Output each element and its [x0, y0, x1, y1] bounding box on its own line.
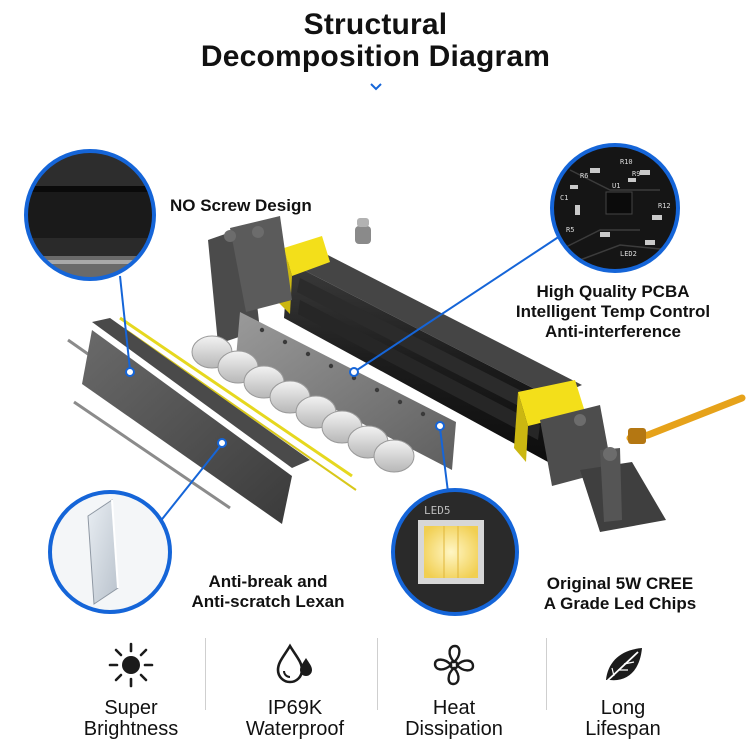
lexan-label-line2: Anti-scratch Lexan: [191, 592, 345, 611]
feature-lifespan-line1: Long: [600, 697, 646, 719]
callout-lines: [119, 235, 561, 529]
reflector-cups: [191, 335, 415, 473]
pcba-label-line3: Anti-interference: [544, 322, 682, 341]
pcb-marking-r9: R9: [632, 170, 640, 178]
no-screw-label: NO Screw Design: [170, 196, 312, 215]
feature-divider: [377, 638, 378, 710]
lexan-label-line1: Anti-break and: [208, 572, 328, 591]
pcba-magnifier: R10 R9 R6 U1 C1 R12 LED2 R5: [550, 143, 680, 273]
pcb-marking-r6: R6: [580, 172, 588, 180]
feature-waterproof: IP69K Waterproof: [210, 640, 380, 740]
pcb-marking-led2: LED2: [620, 250, 637, 258]
chips-label: Original 5W CREE A Grade Led Chips: [515, 574, 725, 614]
feature-brightness-line2: Brightness: [83, 718, 179, 740]
chevron-down-icon: [370, 83, 382, 91]
feature-heat-line2: Dissipation: [405, 718, 503, 740]
lexan-lens: [82, 318, 310, 524]
sun-icon: [108, 642, 154, 688]
chip-marking: LED5: [424, 504, 451, 517]
pcb-marking-c1: C1: [560, 194, 568, 202]
feature-brightness-line1: Super: [104, 697, 158, 719]
feature-brightness: Super Brightness: [46, 640, 216, 740]
feature-divider: [205, 638, 206, 710]
feature-lifespan: Long Lifespan: [538, 640, 708, 740]
power-cable: [626, 394, 746, 444]
water-drop-icon: [276, 643, 312, 684]
pcb-marking-r10: R10: [620, 158, 633, 166]
feature-waterproof-line1: IP69K: [267, 697, 323, 719]
pcb-plate: [236, 312, 456, 470]
feature-divider: [546, 638, 547, 710]
pcb-marking-r5: R5: [566, 226, 574, 234]
fan-icon: [433, 644, 475, 686]
feature-lifespan-line2: Lifespan: [585, 718, 661, 740]
mounting-brackets: [208, 216, 666, 532]
aluminum-housing: [284, 250, 582, 462]
page-title-line2: Decomposition Diagram: [200, 40, 551, 73]
feature-heat-line1: Heat: [432, 697, 476, 719]
leaf-icon: [605, 648, 642, 683]
lexan-label: Anti-break and Anti-scratch Lexan: [168, 572, 368, 612]
chips-label-line1: Original 5W CREE: [546, 574, 694, 593]
pcb-marking-u1: U1: [612, 182, 620, 190]
exploded-diagram: R10 R9 R6 U1 C1 R12 LED2 R5: [24, 143, 746, 616]
feature-heat-dissipation: Heat Dissipation: [369, 640, 539, 740]
led-chip-magnifier: LED5: [391, 488, 519, 616]
pcba-label: High Quality PCBA Intelligent Temp Contr…: [488, 282, 738, 342]
page-title-line1: Structural: [303, 8, 448, 41]
lexan-magnifier: [48, 490, 172, 614]
pcb-marking-r12: R12: [658, 202, 671, 210]
no-screw-magnifier: [24, 149, 156, 281]
pcba-label-line1: High Quality PCBA: [536, 282, 690, 301]
chips-label-line2: A Grade Led Chips: [543, 594, 697, 613]
pcba-label-line2: Intelligent Temp Control: [515, 302, 711, 321]
feature-waterproof-line2: Waterproof: [245, 718, 345, 740]
